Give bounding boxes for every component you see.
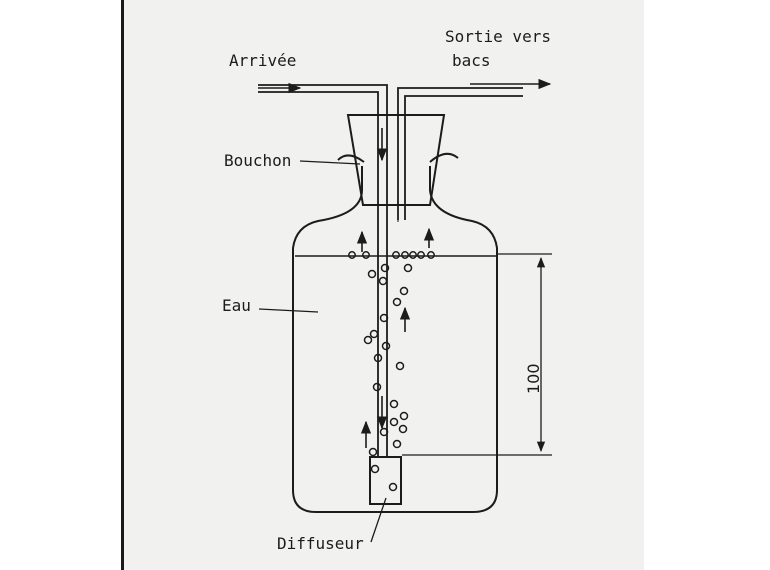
leader-eau	[258, 308, 319, 313]
label-eau: Eau	[222, 296, 251, 315]
bubble	[363, 335, 373, 345]
bubble	[373, 353, 383, 363]
bubble	[427, 251, 435, 259]
diffuser	[369, 456, 402, 505]
bubble	[362, 251, 370, 259]
inlet-tube	[258, 84, 388, 456]
bubble	[370, 464, 380, 474]
bubble	[392, 251, 400, 259]
margin-rule	[121, 0, 124, 570]
bubble	[380, 263, 390, 273]
stopper	[346, 114, 446, 206]
outlet-tube	[397, 87, 523, 220]
bubble	[379, 427, 389, 437]
label-sortie-line1: Sortie vers	[445, 27, 551, 46]
label-bouchon: Bouchon	[224, 151, 291, 170]
label-sortie-line2: bacs	[452, 51, 491, 70]
bubble	[367, 269, 377, 279]
bubble	[401, 251, 409, 259]
bubble	[378, 276, 388, 286]
bottle-outline	[292, 166, 498, 513]
bubble	[399, 411, 409, 421]
label-dimension: 100	[524, 363, 543, 394]
bubble	[392, 439, 402, 449]
bubble	[409, 251, 417, 259]
label-diffuseur: Diffuseur	[277, 534, 364, 553]
stopper-curl-right	[429, 152, 459, 163]
bubble	[372, 382, 382, 392]
bubble	[368, 447, 378, 457]
bubble	[395, 361, 405, 371]
stopper-curl-left	[337, 154, 365, 163]
bubble	[388, 482, 398, 492]
bubble	[379, 313, 389, 323]
bubble	[369, 329, 379, 339]
label-arrivee: Arrivée	[229, 51, 296, 70]
bubble	[417, 251, 425, 259]
bubble	[389, 399, 399, 409]
bubble	[392, 297, 402, 307]
bubble	[389, 417, 399, 427]
bubbles	[348, 251, 435, 492]
leader-diffuseur	[370, 497, 387, 543]
bubble	[348, 251, 356, 259]
leader-bouchon	[299, 160, 361, 165]
bubble	[399, 286, 409, 296]
bubble	[381, 341, 391, 351]
bubble	[398, 424, 408, 434]
bubble	[403, 263, 413, 273]
